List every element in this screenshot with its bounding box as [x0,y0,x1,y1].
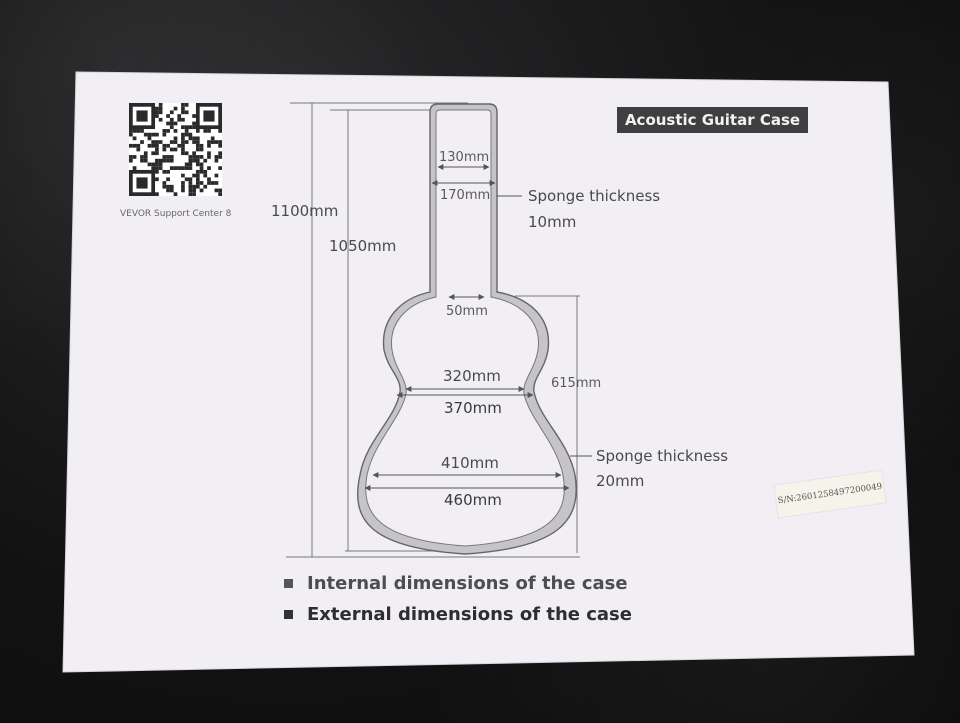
product-title: Acoustic Guitar Case [617,107,808,133]
neck-sponge-value: 10mm [528,213,577,231]
body-sponge-value: 20mm [596,472,645,490]
dimension-arrows [364,164,592,491]
waist-external-width: 370mm [444,399,502,417]
body-length: 615mm [551,376,602,391]
lower-bout-external-width: 460mm [444,491,502,509]
legend-internal: Internal dimensions of the case [284,573,628,594]
lower-bout-internal-width: 410mm [441,454,499,472]
support-center-label: VEVOR Support Center 8 [120,209,232,219]
legend-internal-square-icon [284,579,293,588]
overall-internal-length: 1050mm [329,237,397,255]
overall-external-length: 1100mm [271,202,339,220]
qr-code [129,103,222,196]
overall-dimension-lines [286,102,580,558]
serial-number: S/N:2601258497200049 [777,481,883,507]
legend-external-text: External dimensions of the case [307,604,632,625]
waist-internal-width: 320mm [443,367,501,385]
body-sponge-label: Sponge thickness [596,447,729,465]
neck-sponge-label: Sponge thickness [528,187,661,205]
legend-internal-text: Internal dimensions of the case [307,573,628,594]
legend-external-square-icon [284,610,293,619]
neck-external-width: 170mm [440,188,491,203]
guitar-case-outline [356,103,577,555]
neck-inner-gap: 50mm [446,304,488,319]
neck-internal-width: 130mm [439,150,490,165]
legend-external: External dimensions of the case [284,604,632,625]
